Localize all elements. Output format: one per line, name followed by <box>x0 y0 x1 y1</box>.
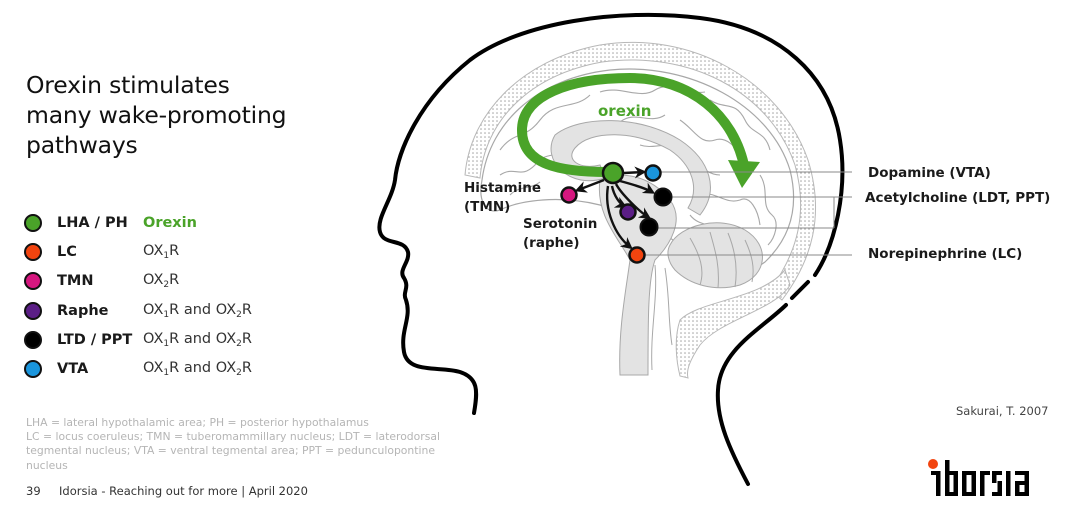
legend-region: VTA <box>57 361 89 378</box>
legend-receptor: OX1R and OX2R <box>143 360 252 379</box>
legend-receptor: OX2R <box>143 272 180 291</box>
lha-ph-node <box>601 161 625 185</box>
head-back-outline <box>790 280 810 300</box>
orexin-label: orexin <box>598 102 651 120</box>
slide-title: Orexin stimulates many wake-promoting pa… <box>26 70 346 160</box>
legend-item-tmn: TMN OX2R <box>24 267 252 296</box>
legend-receptor: OX1R and OX2R <box>143 301 252 320</box>
title-line: pathways <box>26 131 138 159</box>
citation: Sakurai, T. 2007 <box>956 404 1049 418</box>
norepinephrine-label: Norepinephrine (LC) <box>868 246 1022 262</box>
legend-dot-icon <box>24 213 42 232</box>
legend-dot-icon <box>24 272 42 291</box>
histamine-label: Histamine <box>464 180 541 196</box>
legend-region: Raphe <box>57 302 109 319</box>
ppt-node <box>639 217 659 237</box>
legend-item-lc: LC OX1R <box>24 237 252 266</box>
cerebellum-folds <box>689 231 754 289</box>
vta-node <box>644 164 662 182</box>
connector-lines <box>644 171 852 256</box>
abbreviations-footnote: LHA = lateral hypothalamic area; PH = po… <box>26 416 476 473</box>
legend-item-ltd-ppt: LTD / PPT OX1R and OX2R <box>24 325 252 354</box>
legend-receptor: OX1R and OX2R <box>143 330 252 349</box>
legend-item-vta: VTA OX1R and OX2R <box>24 354 252 383</box>
neck-band <box>675 268 791 379</box>
legend-region: LHA / PH <box>57 214 128 231</box>
head-outline <box>377 12 845 415</box>
legend-dot-icon <box>24 242 42 261</box>
orexin-arrowhead <box>728 160 760 188</box>
title-line: Orexin stimulates <box>26 71 230 99</box>
page-number: 39 <box>26 484 41 498</box>
tmn-node <box>560 186 578 204</box>
slide-footer: 39 Idorsia - Reaching out for more | Apr… <box>26 484 308 498</box>
spinal-lines <box>651 264 673 371</box>
legend-dot-icon <box>24 301 42 320</box>
footnote-line: LC = locus coeruleus; TMN = tuberomammil… <box>26 430 440 444</box>
raphe-node <box>619 203 637 221</box>
legend-region: LTD / PPT <box>57 331 133 348</box>
legend-item-raphe: Raphe OX1R and OX2R <box>24 296 252 325</box>
idorsia-logo: idorsia <box>928 459 1029 496</box>
legend-dot-icon <box>24 360 42 379</box>
serotonin-label: Serotonin <box>523 216 597 232</box>
legend-receptor: OX1R <box>143 242 180 261</box>
ldt-node <box>653 187 673 207</box>
orexin-pathway-arrow <box>516 72 750 177</box>
footnote-line: LHA = lateral hypothalamic area; PH = po… <box>26 416 369 429</box>
logo-dot-icon <box>928 459 938 469</box>
legend-item-lha-ph: LHA / PH Orexin <box>24 208 252 237</box>
dopamine-label: Dopamine (VTA) <box>868 165 991 181</box>
footer-text: Idorsia - Reaching out for more | April … <box>59 484 308 498</box>
acetylcholine-label: Acetylcholine (LDT, PPT) <box>865 190 1050 206</box>
legend-region: LC <box>57 243 77 260</box>
neck-outline <box>715 303 788 486</box>
footnote-line: tegmental nucleus; VTA = ventral tegment… <box>26 444 435 472</box>
title-line: many wake-promoting <box>26 101 287 129</box>
legend-dot-icon <box>24 330 42 349</box>
legend-region: TMN <box>57 273 94 290</box>
serotonin-sub-label: (raphe) <box>523 235 580 251</box>
lc-node <box>628 246 646 264</box>
legend: LHA / PH Orexin LC OX1R TMN OX2R Raphe O… <box>24 208 252 384</box>
legend-receptor: Orexin <box>143 214 197 231</box>
histamine-sub-label: (TMN) <box>464 199 510 215</box>
